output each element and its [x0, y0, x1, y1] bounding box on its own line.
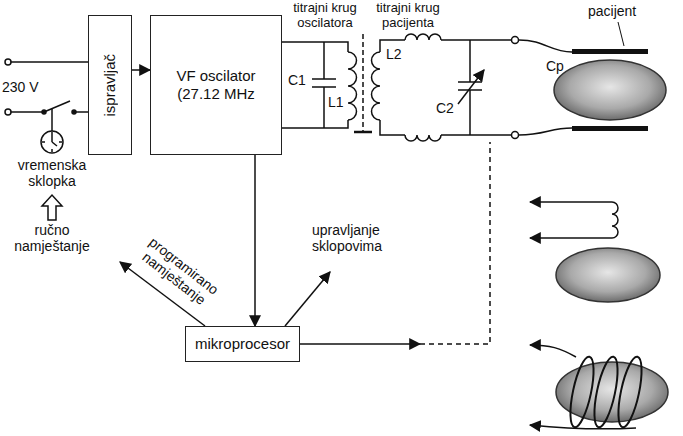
- oscillator-box: VF oscilator (27.12 MHz: [150, 15, 282, 155]
- electrode-wire: [530, 425, 636, 429]
- component-label: C1: [288, 72, 306, 88]
- output-terminal: [512, 132, 519, 139]
- electrode-wire: [530, 201, 612, 203]
- connector-arrow: [254, 155, 256, 326]
- part-label: pacijent: [588, 3, 636, 19]
- timer-clock: [41, 131, 63, 153]
- electrode-wire: [519, 40, 572, 52]
- hollow-arrow: [42, 195, 62, 220]
- mains-terminal: [5, 59, 11, 65]
- component-label: L1: [328, 94, 344, 110]
- component-label: L2: [386, 46, 402, 62]
- rectifier-box: ispravljač: [88, 15, 132, 155]
- circuit-label: titrajni krug pacijenta: [366, 0, 450, 30]
- mains-wire: [11, 111, 44, 113]
- setting-label: programirano namještanje: [128, 227, 230, 316]
- variable-arrow: [458, 70, 484, 104]
- clock-hands: [42, 132, 62, 152]
- mains-wire: [11, 61, 88, 63]
- patient-body: [556, 248, 660, 302]
- control-arrow: [285, 272, 330, 326]
- tank-wire: [380, 40, 511, 135]
- timer-label: vremenska sklopka: [2, 157, 102, 189]
- node-text: VF oscilator (27.12 MHz: [170, 67, 262, 103]
- wound-coil: [614, 355, 647, 429]
- manual-label: ručno namještanje: [2, 222, 102, 254]
- switch-lever: [44, 101, 70, 112]
- wound-coil: [566, 355, 599, 429]
- microprocessor-box: mikroprocesor: [185, 326, 300, 362]
- component-label: C2: [436, 100, 454, 116]
- tuning-link: [420, 142, 490, 344]
- electrode-wire: [530, 345, 576, 357]
- connector-arrow: [132, 69, 150, 71]
- component-label: Cp: [546, 58, 564, 74]
- patient-body: [554, 60, 666, 120]
- voltage-label: 230 V: [2, 79, 52, 95]
- timer-link: [51, 109, 53, 131]
- wiring: [5, 22, 668, 429]
- control-label: upravljanje sklopovima: [312, 222, 404, 254]
- tuning-arrow: [300, 343, 420, 345]
- node-text: mikroprocesor: [195, 335, 290, 353]
- node-text: ispravljač: [101, 54, 119, 117]
- capacitor-symbol: [312, 42, 336, 128]
- tank-wire: [282, 42, 348, 128]
- mains-terminal: [5, 109, 11, 115]
- coupling-core: [362, 34, 364, 132]
- series-coil: [405, 135, 441, 141]
- coil-electrode: [612, 202, 618, 238]
- mains-wire: [74, 111, 88, 113]
- electrode-wire: [530, 237, 612, 239]
- electrode-plate: [572, 126, 648, 131]
- electrode-wire: [519, 128, 572, 135]
- leader-line: [618, 22, 624, 46]
- output-terminal: [512, 37, 519, 44]
- series-coil: [405, 34, 441, 40]
- wound-coil: [590, 355, 623, 429]
- ground-symbol: [354, 131, 372, 134]
- coil-symbol: [372, 52, 381, 120]
- circuit-label: titrajni krug oscilatora: [285, 0, 365, 30]
- coil-symbol: [348, 52, 357, 120]
- electrode-plate: [572, 49, 648, 54]
